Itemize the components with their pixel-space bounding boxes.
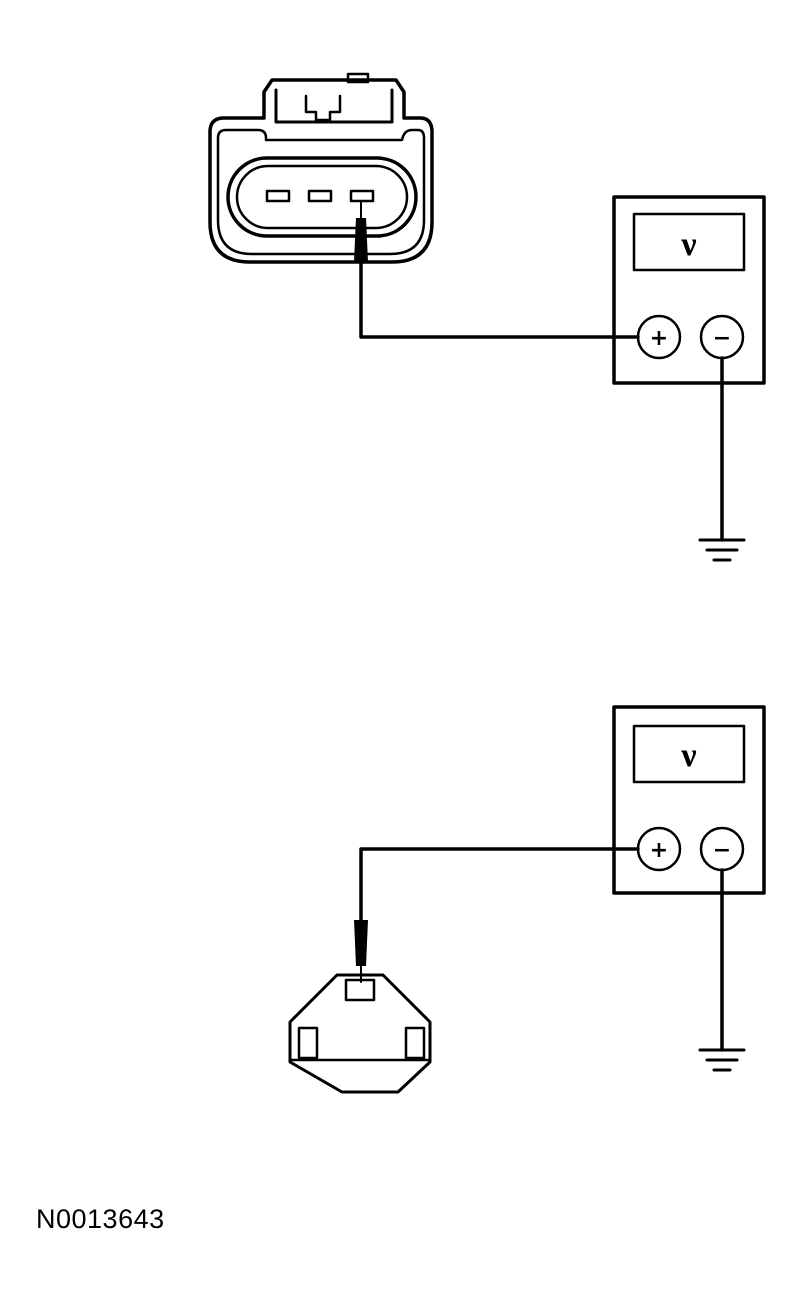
voltmeter-top: ν + − bbox=[612, 195, 766, 385]
sensor-terminal-right bbox=[404, 1026, 426, 1060]
ground-symbol-bottom bbox=[698, 868, 746, 1072]
connector-pin-2 bbox=[307, 189, 333, 203]
connector-pin-3 bbox=[349, 189, 375, 203]
negative-terminal-label: − bbox=[713, 326, 731, 351]
positive-terminal-label: + bbox=[650, 838, 668, 863]
test-probe-top bbox=[354, 200, 368, 262]
positive-lead-top bbox=[359, 260, 640, 339]
voltmeter-display-label: ν bbox=[680, 226, 696, 263]
connector-pin-1 bbox=[265, 189, 291, 203]
voltmeter-bottom: ν + − bbox=[612, 705, 766, 895]
voltmeter-display bbox=[632, 724, 746, 784]
voltmeter-body bbox=[612, 195, 766, 385]
test-probe-bottom bbox=[354, 920, 368, 983]
three-pin-connector bbox=[208, 72, 434, 264]
voltmeter-display bbox=[632, 212, 746, 272]
voltmeter-body bbox=[612, 705, 766, 895]
sensor-connector bbox=[288, 973, 432, 1094]
positive-terminal bbox=[636, 314, 682, 360]
negative-terminal-label: − bbox=[713, 838, 731, 863]
voltmeter-display-label: ν bbox=[680, 737, 696, 774]
positive-terminal-label: + bbox=[650, 326, 668, 351]
sensor-terminal-left bbox=[297, 1026, 319, 1060]
figure-id-label: N0013643 bbox=[36, 1204, 165, 1234]
sensor-terminal-center bbox=[344, 978, 376, 1002]
ground-symbol-top bbox=[698, 356, 746, 562]
positive-lead-bottom bbox=[359, 847, 640, 922]
